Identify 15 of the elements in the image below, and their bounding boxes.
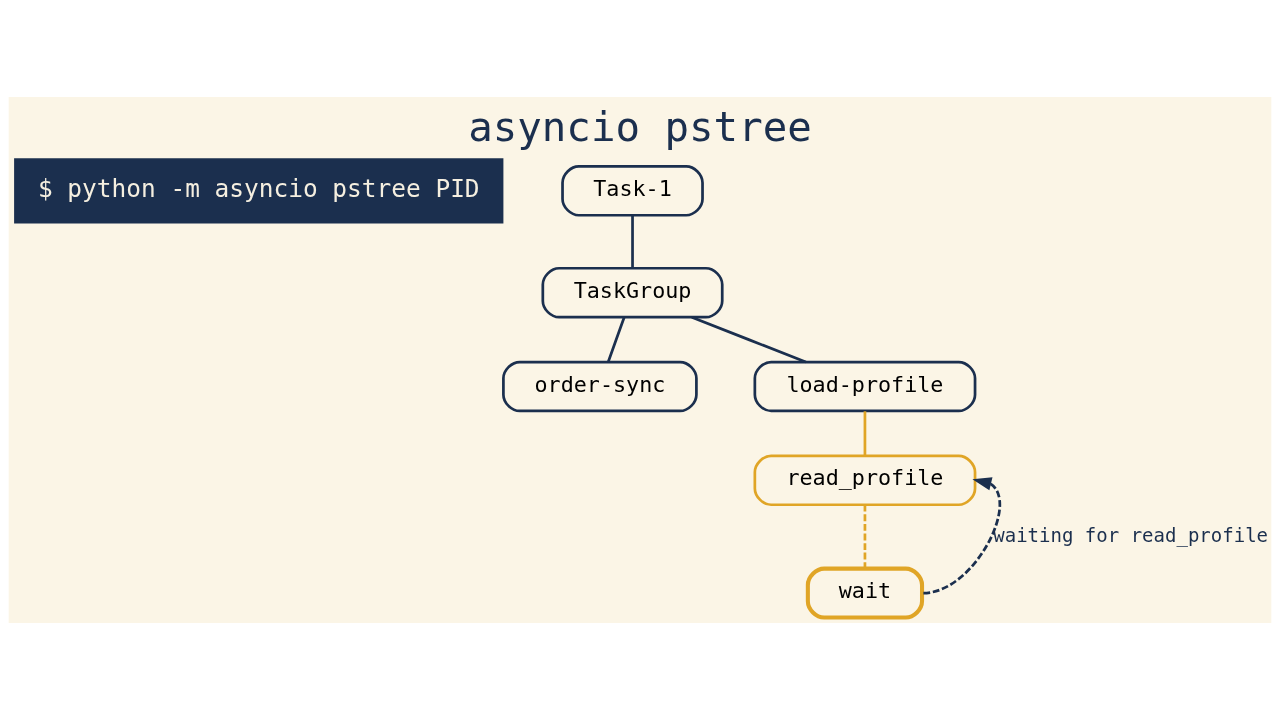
edge-label: waiting for read_profile: [993, 523, 1269, 546]
connector: [691, 316, 807, 364]
arrow: [923, 477, 1001, 595]
connector: [607, 317, 626, 362]
node-box: read_profile: [753, 454, 977, 507]
label: $ python -m asyncio pstree PID: [37, 173, 480, 203]
connector: [631, 215, 634, 268]
node-box: wait: [805, 566, 925, 620]
connector: [863, 411, 867, 456]
node-box: TaskGroup: [541, 266, 724, 319]
diagram-title: asyncio pstree: [468, 102, 812, 151]
node-box: load-profile: [753, 360, 977, 413]
node-box: order-sync: [502, 360, 698, 413]
connector: [863, 505, 867, 569]
node-box: Task-1: [561, 164, 704, 217]
